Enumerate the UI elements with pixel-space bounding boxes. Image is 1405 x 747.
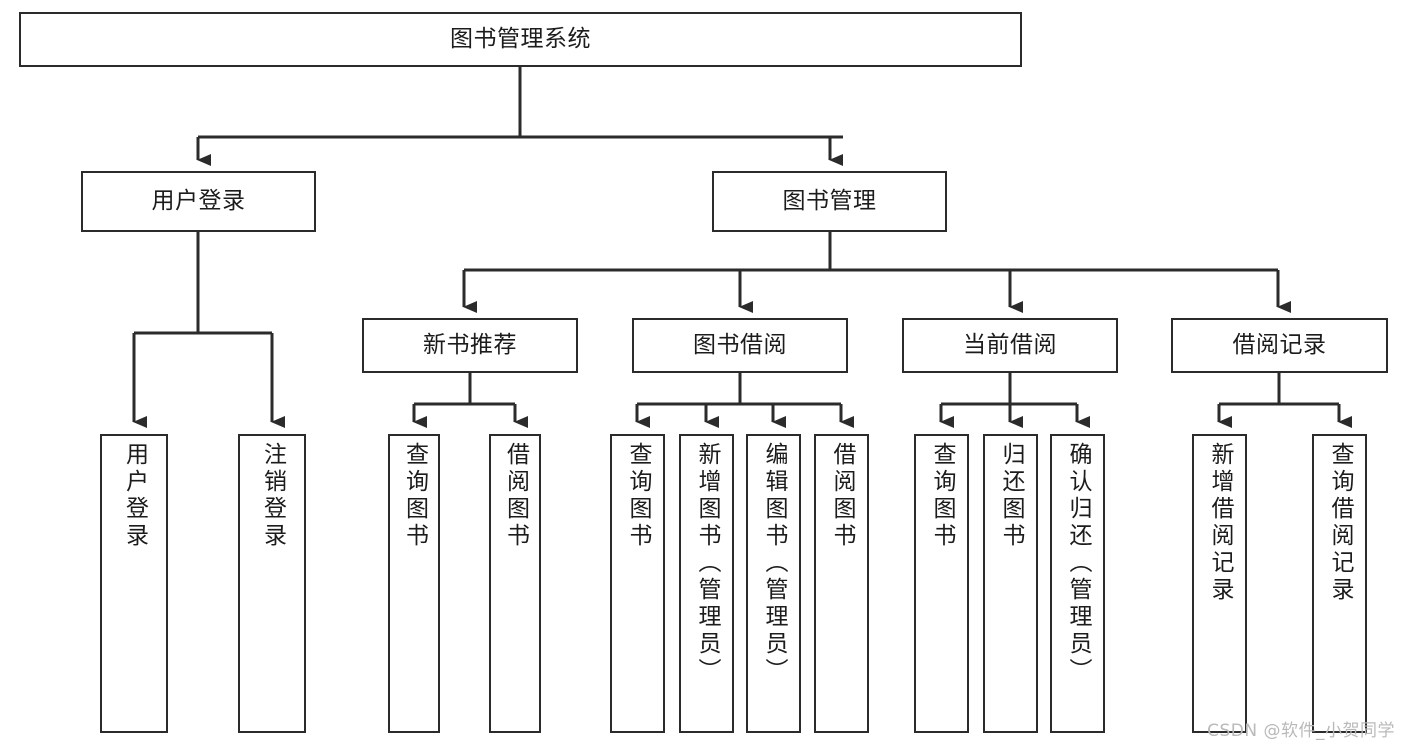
node-borrow-record[interactable]: 借阅记录 — [1171, 318, 1388, 373]
node-label: 查询图书 — [929, 442, 955, 550]
node-label: 新增借阅记录 — [1207, 442, 1233, 604]
node-label: 查询图书 — [401, 442, 428, 550]
node-label: 用户登录 — [151, 187, 246, 214]
leaf-cb-confirm-return-admin[interactable]: 确认归还（管理员） — [1050, 434, 1105, 733]
node-label: 借阅图书 — [502, 442, 529, 550]
leaf-br-query-record[interactable]: 查询借阅记录 — [1312, 434, 1367, 733]
node-label: 当前借阅 — [963, 331, 1057, 358]
node-label: 编辑图书（管理员） — [761, 442, 787, 685]
leaf-bb-borrow-book[interactable]: 借阅图书 — [814, 434, 869, 733]
node-label: 图书管理 — [782, 187, 877, 214]
node-label: 用户登录 — [121, 442, 148, 550]
watermark: CSDN @软件_小贺同学 — [1207, 721, 1395, 741]
node-new-book-recommend[interactable]: 新书推荐 — [362, 318, 578, 373]
node-label: 借阅记录 — [1232, 331, 1327, 358]
leaf-user-login[interactable]: 用户登录 — [100, 434, 168, 733]
leaf-br-add-record[interactable]: 新增借阅记录 — [1192, 434, 1247, 733]
node-root-system[interactable]: 图书管理系统 — [19, 12, 1022, 67]
leaf-bb-query-book[interactable]: 查询图书 — [610, 434, 665, 733]
leaf-nbr-query-book[interactable]: 查询图书 — [388, 434, 440, 733]
leaf-bb-add-book-admin[interactable]: 新增图书（管理员） — [679, 434, 734, 733]
node-user-login[interactable]: 用户登录 — [81, 171, 316, 232]
node-current-borrow[interactable]: 当前借阅 — [902, 318, 1118, 373]
node-label: 归还图书 — [998, 442, 1024, 550]
leaf-bb-edit-book-admin[interactable]: 编辑图书（管理员） — [746, 434, 801, 733]
node-book-borrow[interactable]: 图书借阅 — [632, 318, 848, 373]
node-label: 图书管理系统 — [450, 25, 591, 52]
node-label: 新书推荐 — [423, 331, 517, 358]
node-label: 图书借阅 — [693, 331, 787, 358]
node-label: 注销登录 — [259, 442, 286, 550]
leaf-user-logout[interactable]: 注销登录 — [238, 434, 306, 733]
node-book-management[interactable]: 图书管理 — [712, 171, 947, 232]
node-label: 确认归还（管理员） — [1065, 442, 1091, 685]
leaf-nbr-borrow-book[interactable]: 借阅图书 — [489, 434, 541, 733]
leaf-cb-query-book[interactable]: 查询图书 — [914, 434, 969, 733]
node-label: 借阅图书 — [829, 442, 855, 550]
node-label: 新增图书（管理员） — [694, 442, 720, 685]
node-label: 查询借阅记录 — [1327, 442, 1353, 604]
leaf-cb-return-book[interactable]: 归还图书 — [983, 434, 1038, 733]
node-label: 查询图书 — [625, 442, 651, 550]
